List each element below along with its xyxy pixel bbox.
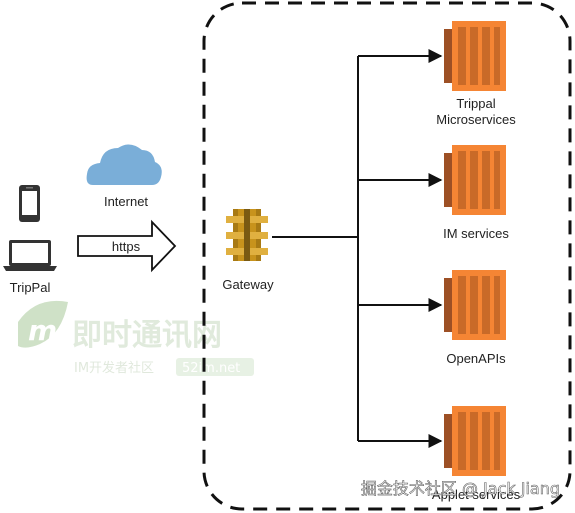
watermark-subtitle: IM开发者社区 <box>74 360 154 376</box>
phone-icon <box>19 185 40 222</box>
watermark-corner: 掘金技术社区 @ Jack Jiang <box>361 479 560 498</box>
cloud-icon <box>86 144 162 185</box>
service-icon-applet <box>444 406 506 476</box>
gateway-icon <box>226 209 268 261</box>
watermark-logo-icon: m <box>18 300 68 348</box>
backend-boundary <box>202 1 572 511</box>
watermark-center: m 即时通讯网 IM开发者社区 52im.net <box>18 300 254 376</box>
service-icon-microservices <box>444 21 506 91</box>
client-label: TripPal <box>10 280 51 295</box>
service-label-microservices-line2: Microservices <box>436 112 516 127</box>
service-label-openapis: OpenAPIs <box>446 351 506 366</box>
service-icon-im <box>444 145 506 215</box>
watermark-site: 52im.net <box>182 361 240 376</box>
https-arrow <box>77 219 177 273</box>
service-label-microservices-line1: Trippal <box>456 96 495 111</box>
service-icon-openapis <box>444 270 506 340</box>
connectors <box>272 49 443 448</box>
internet-label: Internet <box>104 194 148 209</box>
laptop-icon <box>3 240 57 271</box>
svg-text:m: m <box>28 314 57 347</box>
gateway-label: Gateway <box>222 277 274 292</box>
service-label-applet: Applet services <box>432 487 521 502</box>
service-label-im: IM services <box>443 226 509 241</box>
watermark-title: 即时通讯网 <box>72 318 222 353</box>
https-label: https <box>112 239 141 254</box>
